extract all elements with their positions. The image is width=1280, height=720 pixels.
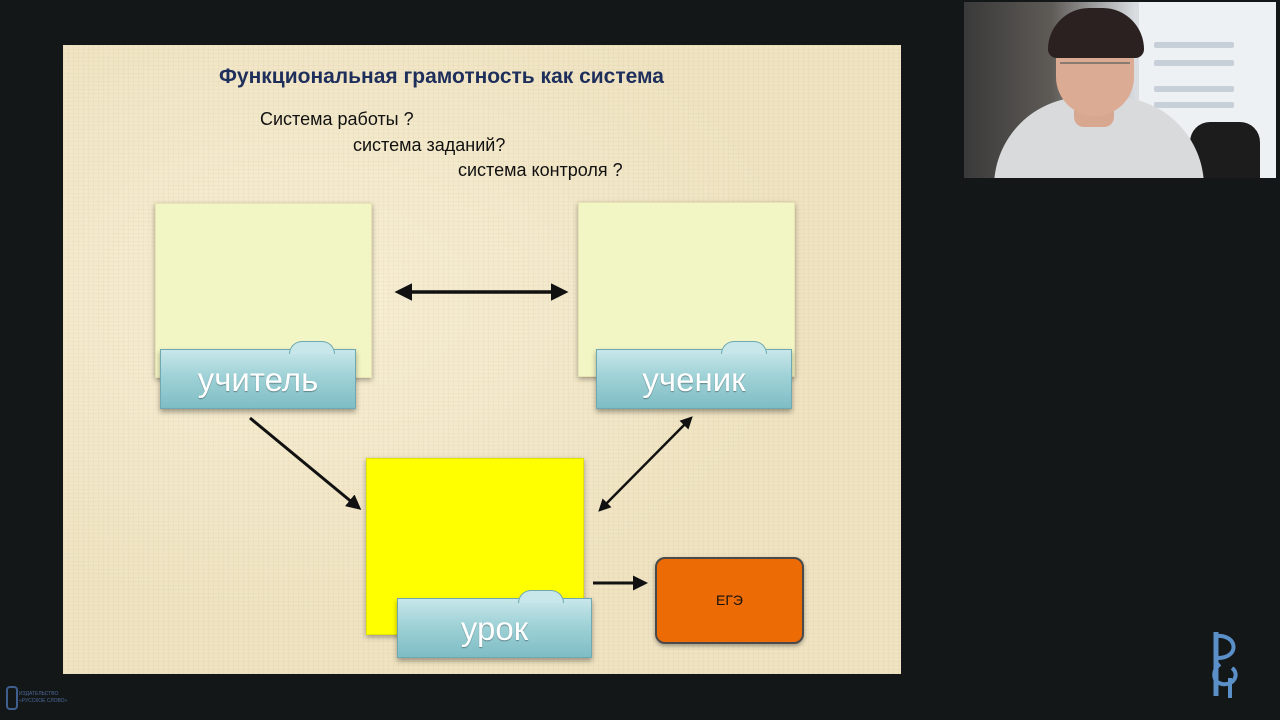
teacher-label: учитель (160, 341, 356, 409)
publisher-logo-icon (1212, 632, 1238, 698)
lesson-label: урок (397, 590, 592, 658)
teacher-box (155, 203, 372, 378)
poster-line (1154, 86, 1234, 92)
student-label: ученик (596, 341, 792, 409)
publisher-line1: ИЗДАТЕЛЬСТВО (19, 691, 59, 697)
poster-line (1154, 42, 1234, 48)
poster-line (1154, 102, 1234, 108)
label-notch (289, 341, 335, 354)
publisher-mark-icon (6, 686, 18, 710)
arrow-teacher-lesson (249, 416, 362, 510)
student-label-text: ученик (642, 361, 746, 398)
exam-label: ЕГЭ (716, 592, 743, 608)
question-control-system: система контроля ? (458, 160, 623, 180)
lesson-label-text: урок (460, 610, 529, 647)
label-notch (721, 341, 767, 354)
question-work-system: Система работы ? (260, 109, 414, 129)
label-notch (518, 590, 564, 603)
slide-title: Функциональная грамотность как система (219, 65, 664, 88)
presenter-glasses (1060, 62, 1130, 76)
exam-box: ЕГЭ (655, 557, 804, 644)
presentation-slide: Функциональная грамотность как система С… (63, 45, 901, 674)
presenter-hair (1048, 8, 1144, 58)
arrow-student-lesson (598, 416, 693, 512)
publisher-watermark: ИЗДАТЕЛЬСТВО «РУССКОЕ СЛОВО» (6, 686, 68, 710)
question-task-system: система заданий? (353, 135, 506, 155)
poster-line (1154, 60, 1234, 66)
publisher-line2: «РУССКОЕ СЛОВО» (19, 698, 68, 704)
teacher-label-text: учитель (197, 361, 319, 398)
diagram-arrows (249, 283, 693, 591)
presenter-webcam (964, 2, 1276, 178)
